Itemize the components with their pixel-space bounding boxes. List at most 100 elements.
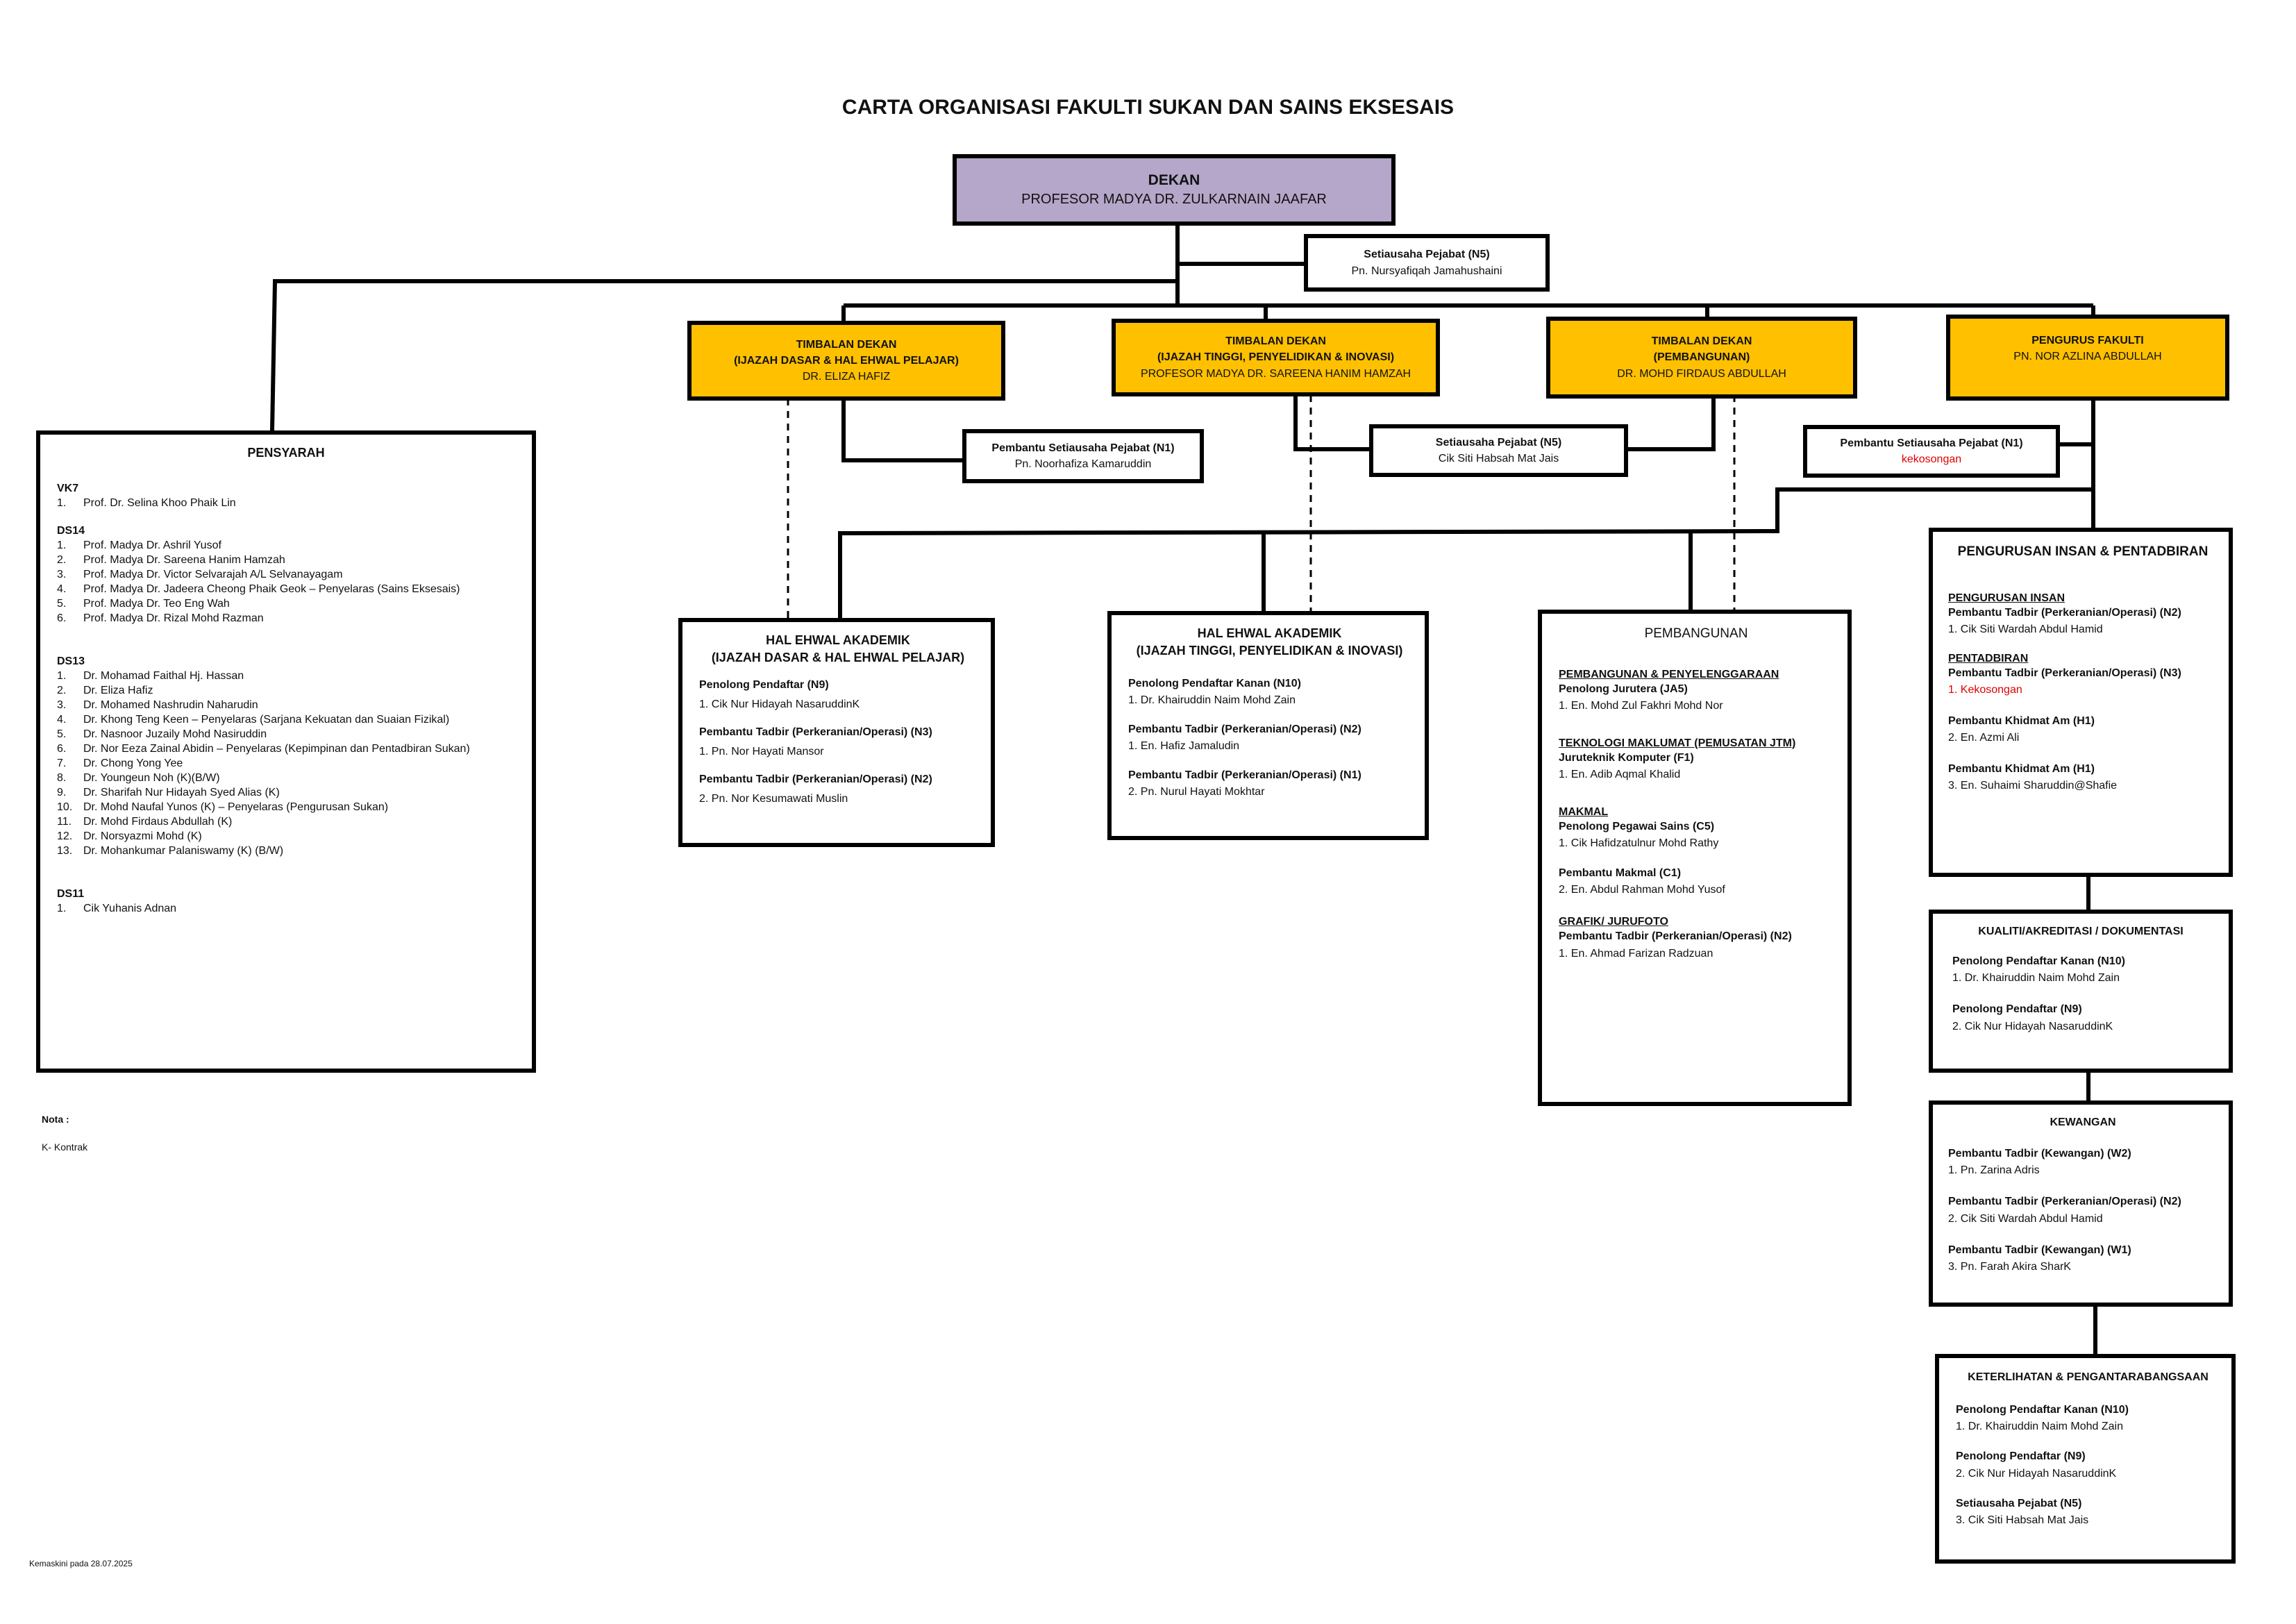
role-title: Penolong Pegawai Sains (C5) — [1559, 820, 1715, 832]
timbalan-dasar-box: TIMBALAN DEKAN (IJAZAH DASAR & HAL EHWAL… — [687, 321, 1005, 401]
timbalan-pembangunan-portfolio: (PEMBANGUNAN) — [1653, 351, 1750, 364]
list-item: 10.Dr. Mohd Naufal Yunos (K) – Penyelara… — [57, 801, 389, 814]
timbalan-tinggi-name: PROFESOR MADYA DR. SAREENA HANIM HAMZAH — [1140, 367, 1411, 380]
timbalan-tinggi-portfolio: (IJAZAH TINGGI, PENYELIDIKAN & INOVASI) — [1157, 351, 1395, 364]
role-title: Pembantu Makmal (C1) — [1559, 867, 1682, 880]
staff-name: 2. Cik Nur Hidayah NasaruddinK — [1952, 1020, 2113, 1032]
staff-name: 1. En. Mohd Zul Fakhri Mohd Nor — [1559, 699, 1723, 712]
list-item: 3.Prof. Madya Dr. Victor Selvarajah A/L … — [57, 569, 343, 581]
timbalan-dasar-portfolio: (IJAZAH DASAR & HAL EHWAL PELAJAR) — [734, 354, 959, 367]
staff-name: 1. Pn. Zarina Adris — [1948, 1164, 2040, 1177]
role-title: Pembantu Tadbir (Perkeranian/Operasi) (N… — [699, 726, 932, 739]
pensyarah-box: PENSYARAH VK7 1.Prof. Dr. Selina Khoo Ph… — [36, 430, 536, 1073]
staff-name: 1. Dr. Khairuddin Naim Mohd Zain — [1128, 694, 1296, 707]
list-item: 11.Dr. Mohd Firdaus Abdullah (K) — [57, 816, 233, 828]
pembangunan-box: PEMBANGUNAN PEMBANGUNAN & PENYELENGGARAA… — [1538, 610, 1852, 1106]
pembantu-setiausaha-pengurus-role: Pembantu Setiausaha Pejabat (N1) — [1840, 437, 2023, 449]
role-title: Pembantu Tadbir (Perkeranian/Operasi) (N… — [1948, 667, 2181, 679]
grade-ds14: DS14 — [57, 525, 85, 537]
pembangunan-heading: PEMBANGUNAN — [1644, 626, 1748, 641]
keterlihatan-box: KETERLIHATAN & PENGANTARABANGSAAN Penolo… — [1935, 1354, 2236, 1564]
staff-name: 3. Cik Siti Habsah Mat Jais — [1956, 1514, 2089, 1526]
staff-name: 1. Pn. Nor Hayati Mansor — [699, 746, 824, 758]
nota-label: Nota : — [42, 1114, 69, 1125]
staff-name: 2. Cik Siti Wardah Abdul Hamid — [1948, 1212, 2103, 1225]
role-title: Penolong Pendaftar (N9) — [699, 679, 829, 692]
list-item: 6.Prof. Madya Dr. Rizal Mohd Razman — [57, 612, 264, 625]
dekan-name: PROFESOR MADYA DR. ZULKARNAIN JAAFAR — [1021, 192, 1327, 207]
pengurus-fakulti-name: PN. NOR AZLINA ABDULLAH — [2013, 351, 2162, 363]
list-item: 12.Dr. Norsyazmi Mohd (K) — [57, 830, 202, 843]
role-title: Pembantu Tadbir (Perkeranian/Operasi) (N… — [1559, 930, 1792, 943]
section-title: PENTADBIRAN — [1948, 652, 2029, 664]
dekan-secretary-box: Setiausaha Pejabat (N5) Pn. Nursyafiqah … — [1304, 234, 1550, 292]
nota-text: K- Kontrak — [42, 1141, 88, 1153]
pensyarah-heading: PENSYARAH — [247, 446, 325, 460]
setiausaha-tinggi-box: Setiausaha Pejabat (N5) Cik Siti Habsah … — [1369, 424, 1628, 477]
role-title: Penolong Pendaftar Kanan (N10) — [1956, 1404, 2129, 1416]
staff-name: 1. Cik Nur Hidayah NasaruddinK — [699, 698, 860, 711]
section-title: GRAFIK/ JURUFOTO — [1559, 916, 1668, 928]
role-title: Pembantu Khidmat Am (H1) — [1948, 763, 2095, 776]
dekan-box: DEKAN PROFESOR MADYA DR. ZULKARNAIN JAAF… — [953, 154, 1396, 226]
updated-date: Kemaskini pada 28.07.2025 — [29, 1559, 133, 1568]
staff-name: 2. En. Abdul Rahman Mohd Yusof — [1559, 884, 1725, 896]
hea-dasar-box: HAL EHWAL AKADEMIK (IJAZAH DASAR & HAL E… — [678, 618, 995, 847]
hea-dasar-heading: HAL EHWAL AKADEMIK — [766, 633, 910, 647]
grade-ds11: DS11 — [57, 888, 85, 901]
vacancy-status: 1. Kekosongan — [1948, 683, 2022, 696]
staff-name: 1. En. Adib Aqmal Khalid — [1559, 768, 1681, 780]
staff-name: 1. En. Hafiz Jamaludin — [1128, 740, 1240, 753]
section-title: PENGURUSAN INSAN — [1948, 592, 2065, 604]
pembantu-setiausaha-dasar-box: Pembantu Setiausaha Pejabat (N1) Pn. Noo… — [962, 429, 1204, 483]
timbalan-dasar-name: DR. ELIZA HAFIZ — [802, 371, 891, 383]
role-title: Pembantu Khidmat Am (H1) — [1948, 714, 2095, 727]
list-item: 9.Dr. Sharifah Nur Hidayah Syed Alias (K… — [57, 787, 280, 799]
role-title: Pembantu Tadbir (Perkeranian/Operasi) (N… — [1128, 769, 1361, 782]
pembantu-setiausaha-dasar-name: Pn. Noorhafiza Kamaruddin — [1014, 458, 1152, 470]
timbalan-pembangunan-box: TIMBALAN DEKAN (PEMBANGUNAN) DR. MOHD FI… — [1546, 317, 1857, 399]
grade-ds13: DS13 — [57, 655, 85, 668]
role-title: Pembantu Tadbir (Perkeranian/Operasi) (N… — [1948, 606, 2181, 619]
setiausaha-tinggi-role: Setiausaha Pejabat (N5) — [1435, 436, 1562, 449]
grade-vk7: VK7 — [57, 483, 79, 495]
hea-tinggi-heading: HAL EHWAL AKADEMIK — [1197, 626, 1342, 640]
list-item: 13.Dr. Mohankumar Palaniswamy (K) (B/W) — [57, 845, 284, 857]
staff-name: 1. Dr. Khairuddin Naim Mohd Zain — [1956, 1421, 2123, 1433]
timbalan-pembangunan-name: DR. MOHD FIRDAUS ABDULLAH — [1617, 367, 1786, 380]
staff-name: 1. Dr. Khairuddin Naim Mohd Zain — [1952, 972, 2120, 985]
timbalan-pembangunan-title: TIMBALAN DEKAN — [1651, 335, 1752, 348]
staff-name: 2. Cik Nur Hidayah NasaruddinK — [1956, 1467, 2117, 1480]
role-title: Setiausaha Pejabat (N5) — [1956, 1497, 2082, 1509]
staff-name: 3. En. Suhaimi Sharuddin@Shafie — [1948, 780, 2118, 792]
setiausaha-tinggi-name: Cik Siti Habsah Mat Jais — [1438, 453, 1559, 464]
list-item: 5.Prof. Madya Dr. Teo Eng Wah — [57, 598, 230, 610]
role-title: Penolong Pendaftar Kanan (N10) — [1952, 955, 2125, 968]
keterlihatan-heading: KETERLIHATAN & PENGANTARABANGSAAN — [1968, 1371, 2209, 1383]
page-title: CARTA ORGANISASI FAKULTI SUKAN DAN SAINS… — [841, 96, 1455, 119]
pengurusan-heading: PENGURUSAN INSAN & PENTADBIRAN — [1957, 544, 2209, 559]
section-title: MAKMAL — [1559, 805, 1609, 818]
hea-tinggi-subheading: (IJAZAH TINGGI, PENYELIDIKAN & INOVASI) — [1136, 644, 1403, 658]
staff-name: 1. Cik Hafidzatulnur Mohd Rathy — [1559, 837, 1719, 850]
list-item: 5.Dr. Nasnoor Juzaily Mohd Nasiruddin — [57, 728, 267, 741]
staff-name: 3. Pn. Farah Akira SharK — [1948, 1260, 2071, 1273]
vacancy-status: kekosongan — [1901, 453, 1962, 465]
hea-dasar-subheading: (IJAZAH DASAR & HAL EHWAL PELAJAR) — [711, 651, 965, 665]
kewangan-box: KEWANGAN Pembantu Tadbir (Kewangan) (W2)… — [1929, 1100, 2233, 1307]
pengurusan-box: PENGURUSAN INSAN & PENTADBIRAN PENGURUSA… — [1929, 528, 2233, 877]
list-item: 6.Dr. Nor Eeza Zainal Abidin – Penyelara… — [57, 743, 470, 755]
pembantu-setiausaha-pengurus-box: Pembantu Setiausaha Pejabat (N1) kekoson… — [1803, 425, 2060, 478]
staff-name: 1. Cik Siti Wardah Abdul Hamid — [1948, 623, 2103, 635]
dekan-secretary-name: Pn. Nursyafiqah Jamahushaini — [1351, 265, 1502, 277]
role-title: Juruteknik Komputer (F1) — [1559, 751, 1694, 764]
list-item: 3.Dr. Mohamed Nashrudin Naharudin — [57, 699, 258, 712]
staff-name: 2. En. Azmi Ali — [1948, 732, 2020, 744]
staff-name: 2. Pn. Nor Kesumawati Muslin — [699, 793, 848, 805]
list-item: 7.Dr. Chong Yong Yee — [57, 757, 183, 770]
list-item: 1.Prof. Dr. Selina Khoo Phaik Lin — [57, 497, 236, 510]
staff-name: 2. Pn. Nurul Hayati Mokhtar — [1128, 786, 1265, 798]
role-title: Pembantu Tadbir (Perkeranian/Operasi) (N… — [1128, 723, 1361, 736]
kewangan-heading: KEWANGAN — [2050, 1116, 2116, 1128]
list-item: 2.Dr. Eliza Hafiz — [57, 685, 153, 697]
